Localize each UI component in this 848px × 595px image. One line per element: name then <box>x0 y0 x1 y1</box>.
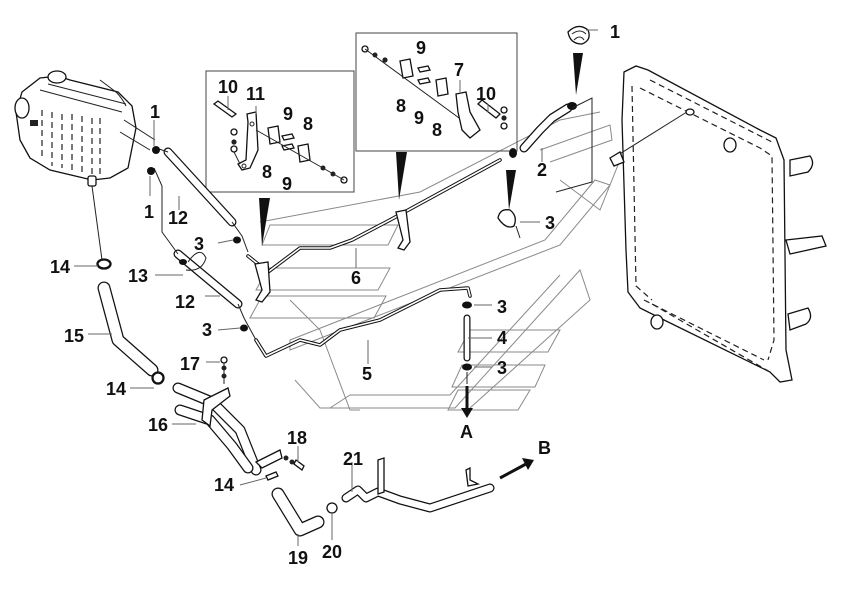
callout-14: 14 <box>106 379 126 399</box>
callout-9: 9 <box>282 174 292 194</box>
direction-arrow-a <box>461 386 473 418</box>
callout-1: 1 <box>144 202 154 222</box>
direction-label-b: B <box>538 438 551 458</box>
callout-14: 14 <box>50 257 70 277</box>
callout-8: 8 <box>396 96 406 116</box>
callout-3: 3 <box>545 213 555 233</box>
callout-13: 13 <box>128 266 148 286</box>
callout-19: 19 <box>288 548 308 568</box>
callout-8: 8 <box>303 114 313 134</box>
callout-6: 6 <box>351 268 361 288</box>
pipe-21 <box>341 457 495 513</box>
callout-3: 3 <box>497 297 507 317</box>
direction-label-a: A <box>460 422 473 442</box>
callout-3: 3 <box>497 358 507 378</box>
callout-1: 1 <box>610 22 620 42</box>
callout-2: 2 <box>537 160 547 180</box>
clamp-detail-left <box>205 70 355 193</box>
callout-15: 15 <box>64 326 84 346</box>
pipe-16 <box>172 356 305 476</box>
clamps-3 <box>97 146 248 384</box>
pointer-arrows <box>259 53 583 246</box>
leader-lines <box>74 29 598 546</box>
callout-10: 10 <box>476 84 496 104</box>
clamp-detail-right <box>355 32 518 152</box>
callout-11: 11 <box>246 84 265 104</box>
callout-1: 1 <box>150 102 160 122</box>
hose-2 <box>497 25 593 239</box>
callout-5: 5 <box>362 364 372 384</box>
direction-arrow-b <box>499 458 534 480</box>
callout-3: 3 <box>194 234 204 254</box>
callout-9: 9 <box>416 38 426 58</box>
radiator-frame <box>609 65 827 383</box>
pipe-5 <box>254 286 472 358</box>
callout-17: 17 <box>180 354 200 374</box>
callout-18: 18 <box>287 428 307 448</box>
hose-4 <box>462 301 472 384</box>
callout-7: 7 <box>454 60 464 80</box>
callout-4: 4 <box>497 328 507 348</box>
callout-9: 9 <box>283 104 293 124</box>
callout-20: 20 <box>322 542 342 562</box>
callout-3: 3 <box>202 320 212 340</box>
hoses-12 <box>153 147 257 341</box>
background-plates <box>249 111 621 411</box>
callout-8: 8 <box>262 162 272 182</box>
expansion-tank <box>14 70 156 261</box>
callout-9: 9 <box>414 108 424 128</box>
callout-12: 12 <box>168 208 188 228</box>
callout-14: 14 <box>214 475 234 495</box>
hose-19 <box>265 471 338 537</box>
callout-21: 21 <box>343 449 363 469</box>
callout-10: 10 <box>218 77 238 97</box>
pipe-6 <box>246 158 502 303</box>
callout-12: 12 <box>175 292 195 312</box>
callout-16: 16 <box>148 415 168 435</box>
callout-labels: 1 1 1 2 3 3 3 3 3 4 5 6 7 8 8 8 8 9 9 9 … <box>50 22 620 568</box>
callout-8: 8 <box>432 120 442 140</box>
